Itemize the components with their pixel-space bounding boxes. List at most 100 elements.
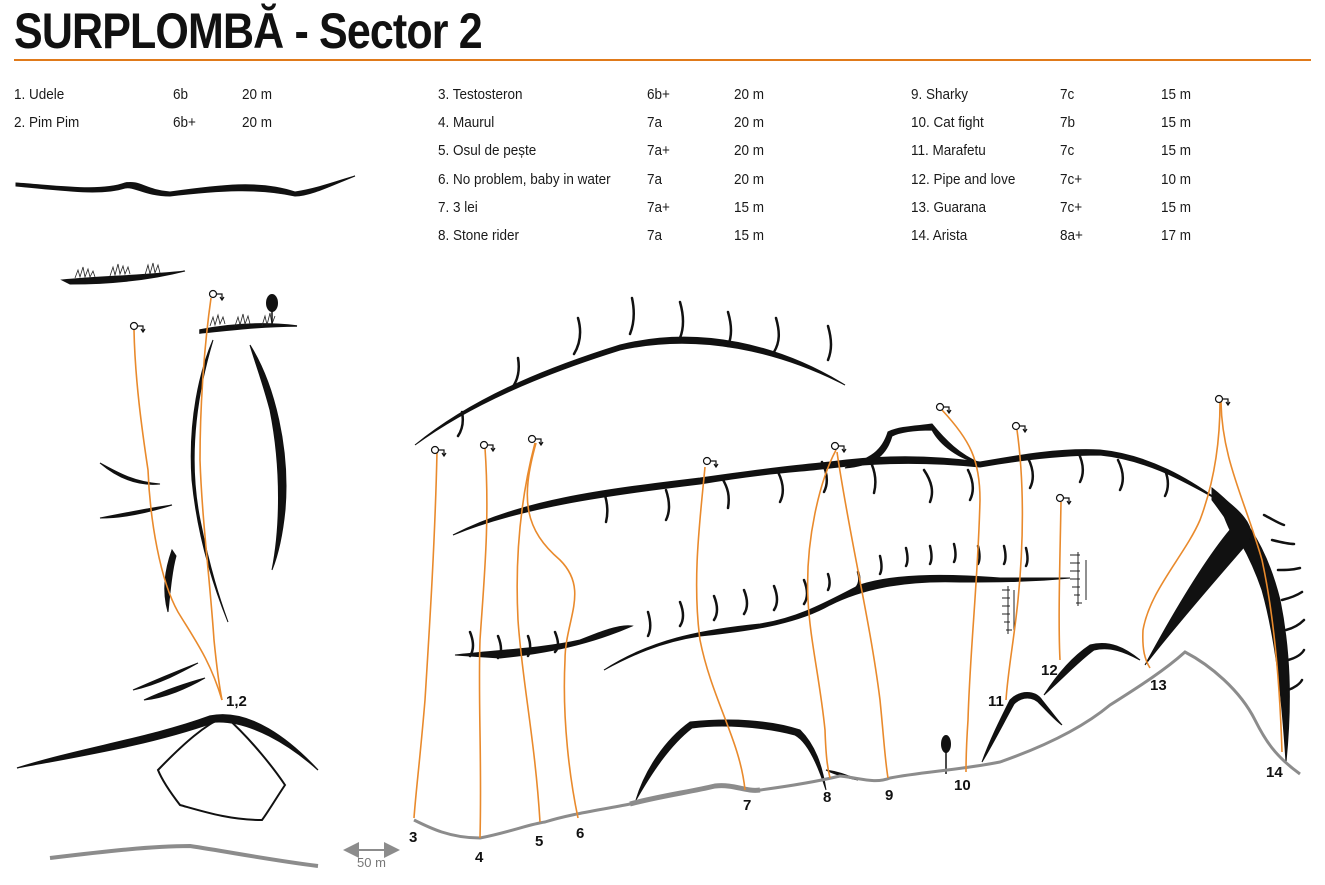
anchor-icon — [430, 445, 447, 458]
route-grade: 7a — [647, 226, 663, 244]
anchor-icon — [527, 434, 544, 447]
anchor-icons — [129, 289, 1231, 506]
route-row: 10. Cat fight 7b 15 m — [911, 114, 1291, 142]
stalactite-decoration — [1002, 552, 1087, 634]
route-grade: 6b+ — [173, 114, 196, 132]
tree-icon — [941, 735, 951, 774]
route-row: 5. Osul de pește 7a+ 20 m — [438, 142, 818, 170]
route-number-1-2: 1,2 — [226, 693, 247, 710]
route-grade: 7a+ — [647, 142, 670, 160]
route-list-column-1: 1. Udele 6b 20 m 2. Pim Pim 6b+ 20 m — [14, 86, 344, 142]
route-length: 15 m — [1161, 142, 1192, 160]
route-row: 7. 3 lei 7a+ 15 m — [438, 199, 818, 227]
route-row: 4. Maurul 7a 20 m — [438, 114, 818, 142]
route-line-7 — [695, 466, 746, 791]
route-grade: 7a+ — [647, 198, 670, 216]
anchor-icon — [830, 441, 847, 454]
main-wall-rock — [414, 336, 1290, 801]
main-ground-line — [413, 650, 1301, 840]
route-number-3: 3 — [409, 829, 417, 846]
route-line-6 — [526, 442, 579, 819]
route-line-3 — [413, 451, 438, 819]
route-row: 13. Guarana 7c+ 15 m — [911, 199, 1291, 227]
route-number-6: 6 — [576, 825, 584, 842]
route-line-8 — [806, 449, 837, 779]
route-list-column-2: 3. Testosteron 6b+ 20 m 4. Maurul 7a 20 … — [438, 86, 818, 255]
route-name: 11. Marafetu — [911, 142, 986, 160]
route-length: 15 m — [734, 198, 765, 216]
route-row: 8. Stone rider 7a 15 m — [438, 227, 818, 255]
route-length: 15 m — [1161, 86, 1192, 103]
page-title: SURPLOMBĂ - Sector 2 — [14, 3, 483, 59]
route-length: 20 m — [734, 142, 765, 160]
route-row: 12. Pipe and love 7c+ 10 m — [911, 171, 1291, 199]
anchor-icon — [1011, 421, 1028, 434]
route-row: 2. Pim Pim 6b+ 20 m — [14, 114, 344, 142]
route-row: 6. No problem, baby in water 7a 20 m — [438, 171, 818, 199]
route-list-column-3: 9. Sharky 7c 15 m 10. Cat fight 7b 15 m … — [911, 86, 1291, 255]
route-length: 20 m — [242, 114, 273, 132]
route-length: 10 m — [1161, 170, 1192, 188]
route-grade: 8a+ — [1060, 226, 1083, 244]
scale-bar: 50 m — [343, 842, 400, 870]
route-grade: 7c — [1060, 86, 1075, 103]
route-line-12 — [1058, 501, 1062, 661]
route-name: 6. No problem, baby in water — [438, 170, 611, 188]
left-wall-rock — [15, 175, 356, 822]
route-name: 3. Testosteron — [438, 86, 523, 103]
anchor-icon — [1055, 493, 1072, 506]
anchor-icon — [208, 289, 225, 302]
route-length: 17 m — [1161, 226, 1192, 244]
route-name: 2. Pim Pim — [14, 114, 80, 132]
route-length: 20 m — [734, 114, 765, 132]
route-name: 9. Sharky — [911, 86, 969, 103]
route-number-13: 13 — [1150, 677, 1167, 694]
route-line-1 — [133, 329, 223, 701]
route-line-9 — [836, 451, 889, 779]
anchor-icon — [479, 440, 496, 453]
route-grade: 6b+ — [647, 86, 670, 103]
scale-label: 50 m — [357, 855, 386, 870]
anchor-icon — [129, 321, 146, 334]
route-line-10 — [941, 409, 981, 773]
route-line-14 — [1220, 401, 1283, 753]
route-line-13 — [1142, 401, 1221, 669]
route-name: 1. Udele — [14, 86, 65, 103]
route-number-8: 8 — [823, 789, 831, 806]
route-length: 15 m — [734, 226, 765, 244]
main-ground-thick — [629, 783, 761, 807]
route-row: 9. Sharky 7c 15 m — [911, 86, 1291, 114]
route-grade: 7c+ — [1060, 198, 1083, 216]
route-line-4 — [478, 447, 488, 839]
route-name: 7. 3 lei — [438, 198, 478, 216]
route-number-12: 12 — [1041, 662, 1058, 679]
route-grade: 6b — [173, 86, 189, 103]
route-grade: 7c — [1060, 142, 1075, 160]
route-name: 4. Maurul — [438, 114, 495, 132]
route-name: 12. Pipe and love — [911, 170, 1016, 188]
route-grade: 7a — [647, 170, 663, 188]
route-length: 15 m — [1161, 198, 1192, 216]
route-row: 3. Testosteron 6b+ 20 m — [438, 86, 818, 114]
route-lines — [133, 297, 1283, 839]
route-line-5 — [516, 442, 541, 823]
anchor-icon — [702, 456, 719, 469]
route-number-7: 7 — [743, 797, 751, 814]
title-underline — [14, 59, 1311, 61]
route-number-14: 14 — [1266, 764, 1283, 781]
route-grade: 7b — [1060, 114, 1076, 132]
route-name: 8. Stone rider — [438, 226, 520, 244]
route-grade: 7c+ — [1060, 170, 1083, 188]
route-line-11 — [1005, 429, 1024, 701]
route-number-11: 11 — [988, 693, 1004, 710]
route-name: 13. Guarana — [911, 198, 987, 216]
route-row: 11. Marafetu 7c 15 m — [911, 142, 1291, 170]
route-line-2 — [199, 297, 223, 701]
route-name: 5. Osul de pește — [438, 142, 537, 160]
route-row: 14. Arista 8a+ 17 m — [911, 227, 1291, 255]
tree-icon — [266, 294, 278, 326]
route-row: 1. Udele 6b 20 m — [14, 86, 344, 114]
route-name: 10. Cat fight — [911, 114, 984, 132]
route-length: 20 m — [734, 170, 765, 188]
